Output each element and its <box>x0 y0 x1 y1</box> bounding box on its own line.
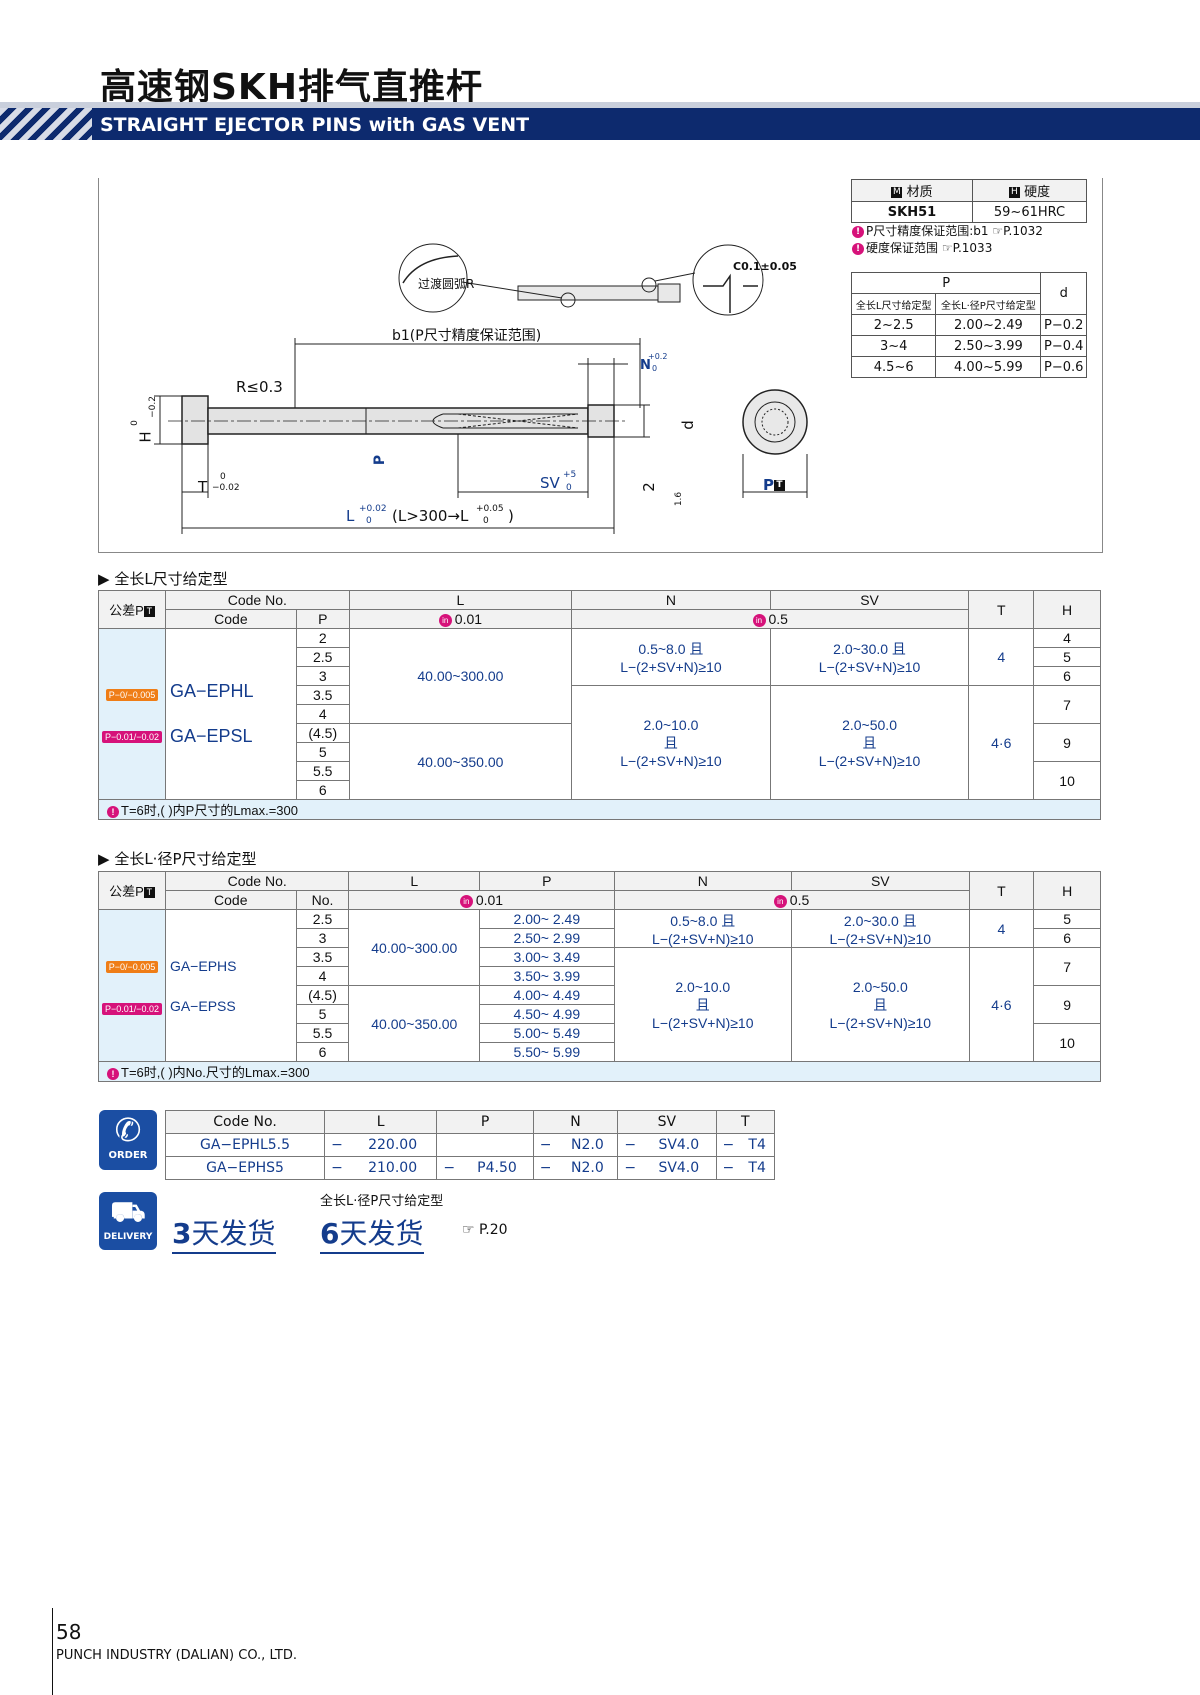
footer-rule <box>52 1608 53 1695</box>
hardness-value: 59~61HRC <box>972 201 1087 223</box>
delivery-ref[interactable]: ☞ P.20 <box>462 1222 508 1238</box>
diagram-frame <box>98 178 1103 553</box>
order-row: GA−EPHL5.5−220.00 −N2.0 −SV4.0 −T4 <box>164 1133 776 1157</box>
label-l-long-tol-lower: 0 <box>483 516 489 526</box>
order-table: Code No. L P N SV T GA−EPHL5.5−220.00 −N… <box>164 1110 776 1180</box>
header-stripes <box>0 108 92 140</box>
delivery-6-days: 6天发货 <box>320 1212 424 1254</box>
label-l-long: (L>300→L <box>392 507 469 525</box>
label-h-tol-upper: 0 <box>129 420 140 426</box>
pin-head <box>181 395 209 445</box>
end-view-inner <box>754 401 796 443</box>
company-name: PUNCH INDUSTRY (DALIAN) CO., LTD. <box>56 1648 297 1663</box>
pin-diagram <box>154 243 808 534</box>
material-table: M 材质 H 硬度 SKH51 59~61HRC <box>851 179 1087 223</box>
label-ra: 1.6 <box>674 491 685 507</box>
section2-note: !T=6时,( )内No.尺寸的Lmax.=300 <box>98 1061 1101 1082</box>
page-subtitle: STRAIGHT EJECTOR PINS with GAS VENT <box>100 114 530 136</box>
label-t: T <box>198 478 208 496</box>
section1-note: !T=6时,( )内P尺寸的Lmax.=300 <box>98 799 1101 820</box>
page-number: 58 <box>56 1620 82 1644</box>
label-sv-tol-lower: 0 <box>566 483 572 493</box>
detail-circle-left <box>398 243 468 313</box>
header-band-light <box>0 102 1200 108</box>
header-band <box>0 108 1200 140</box>
label-l-tol-lower: 0 <box>366 516 372 526</box>
label-r: R≤0.3 <box>236 378 283 396</box>
end-view-outer <box>742 389 808 455</box>
label-b1: b1(P尺寸精度保证范围) <box>392 328 542 344</box>
section1-title: ▶ 全长L尺寸给定型 <box>98 570 228 588</box>
label-n-tol-lower: 0 <box>652 364 658 373</box>
label-c01: C0.1±0.05 <box>733 260 797 273</box>
label-p: P <box>372 454 389 466</box>
material-note-2: !硬度保证范围 ☞P.1033 <box>852 239 992 256</box>
label-n-tol-upper: +0.2 <box>648 352 668 361</box>
delivery-3-days: 3天发货 <box>172 1212 276 1254</box>
label-sv-tol-upper: +5 <box>563 470 577 480</box>
label-sv: SV <box>540 474 560 492</box>
label-t-tol-upper: 0 <box>220 472 226 482</box>
label-d: d <box>678 420 697 430</box>
label-transition: 过渡圆弧R <box>418 277 475 291</box>
label-h-tol-lower: −0.2 <box>147 396 158 418</box>
order-icon: ✆ ORDER <box>99 1110 157 1170</box>
order-row: GA−EPHS5−210.00 −P4.50 −N2.0 −SV4.0 −T4 <box>164 1156 776 1180</box>
label-2: 2 <box>639 482 658 492</box>
section2-title: ▶ 全长L·径P尺寸给定型 <box>98 850 257 868</box>
material-value: SKH51 <box>851 201 973 223</box>
label-l-long-end: ) <box>508 507 514 525</box>
label-h: H <box>136 431 155 443</box>
label-l: L <box>346 507 355 525</box>
label-n: N <box>640 358 651 373</box>
detail-circle-right <box>692 244 764 316</box>
delivery-caption: 全长L·径P尺寸给定型 <box>320 1194 444 1209</box>
delivery-icon: ⛟ DELIVERY <box>99 1192 157 1250</box>
material-note-1: !P尺寸精度保证范围:b1 ☞P.1032 <box>852 222 1043 239</box>
label-l-long-tol-upper: +0.05 <box>476 504 504 514</box>
label-l-tol-upper: +0.02 <box>359 504 387 514</box>
label-t-tol-lower: −0.02 <box>212 483 240 493</box>
page-title: 高速钢SKH排气直推杆 <box>100 67 483 108</box>
